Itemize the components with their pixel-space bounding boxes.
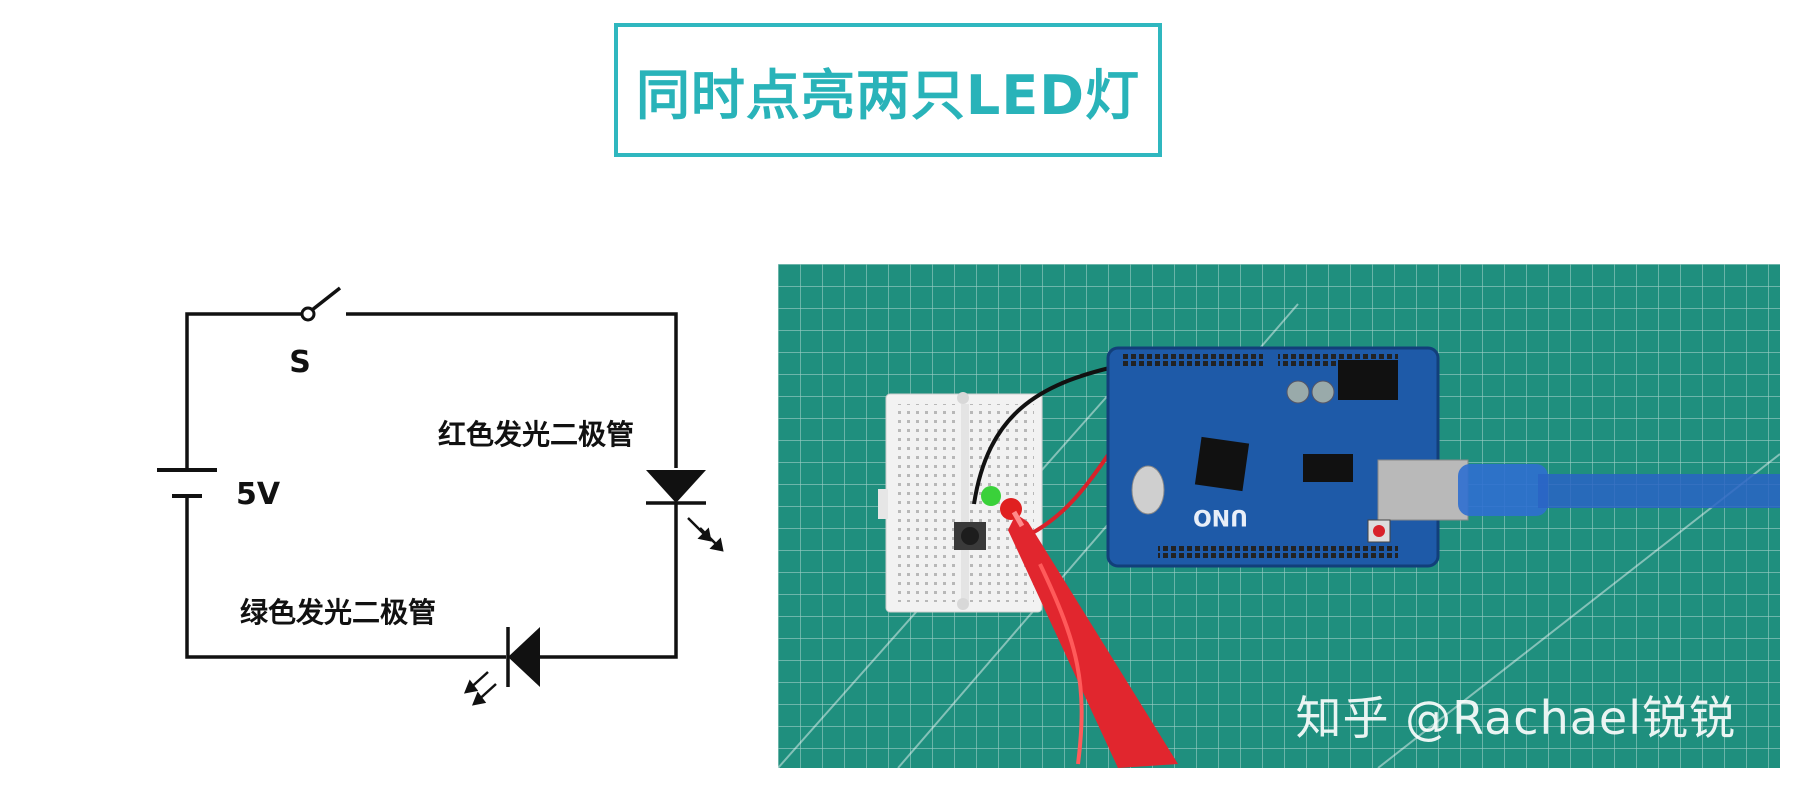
push-button <box>954 522 986 550</box>
microcontroller-chip <box>1194 436 1250 492</box>
black-wire <box>972 364 1119 505</box>
watermark-text: 知乎 @Rachael锐锐 <box>1295 691 1736 745</box>
power-jack <box>1338 360 1398 400</box>
green-led-icon <box>463 627 540 706</box>
green-led <box>981 486 1001 506</box>
board-label: UNO <box>1193 504 1248 529</box>
red-led-icon <box>646 470 724 552</box>
circuit-wires <box>185 312 678 659</box>
crystal <box>1131 465 1165 515</box>
page-title: 同时点亮两只LED灯 <box>635 63 1141 127</box>
breadboard <box>878 392 1043 613</box>
photo-scene: UNO <box>778 264 1780 768</box>
red-led-label: 红色发光二极管 <box>438 418 634 451</box>
red-pen <box>1008 510 1178 768</box>
title-box: 同时点亮两只LED灯 <box>614 23 1162 157</box>
arduino-uno-board: UNO <box>1106 346 1469 568</box>
green-led-label: 绿色发光二极管 <box>240 596 436 629</box>
circuit-diagram: S 5V 红色发光二极管 绿色发光二极管 <box>157 286 724 706</box>
battery-label: 5V <box>236 477 281 512</box>
switch-icon <box>300 286 342 322</box>
switch-label: S <box>289 345 311 380</box>
usb-port <box>1377 459 1469 521</box>
usb-cable <box>1458 464 1780 516</box>
battery-icon <box>157 468 217 498</box>
usb-chip <box>1303 454 1353 482</box>
arduino-photo: UNO 知乎 @Rachael锐锐 <box>778 264 1780 768</box>
